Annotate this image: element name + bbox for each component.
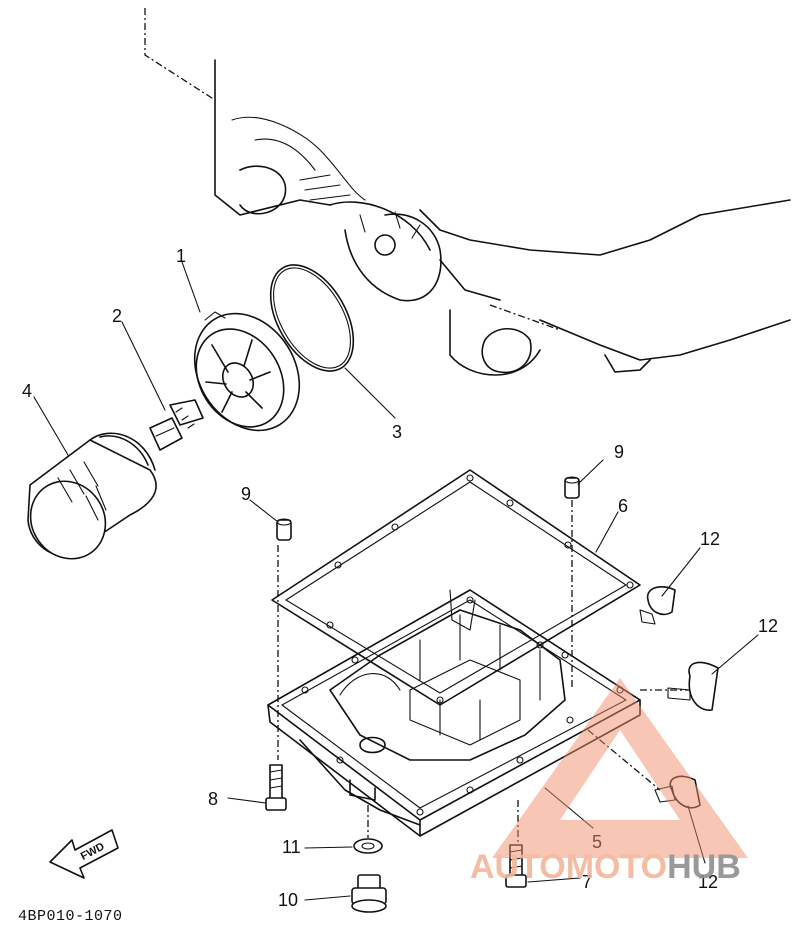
label-part-1: 1 — [176, 246, 186, 266]
oil-pan — [267, 589, 641, 837]
engine-crankcase — [144, 8, 791, 376]
label-part-6: 6 — [618, 496, 628, 516]
dowel-pin-left — [276, 518, 292, 541]
label-part-7: 7 — [582, 872, 592, 892]
dowel-pin-right — [564, 476, 580, 499]
oil-filter-base — [193, 311, 301, 432]
automotohub-watermark: AUTOMOTOHUB — [470, 678, 748, 886]
oil-filter-cartridge — [27, 432, 157, 560]
label-part-4: 4 — [22, 381, 32, 401]
label-part-9-left: 9 — [241, 484, 251, 504]
union-bolt — [149, 399, 204, 451]
label-part-8: 8 — [208, 789, 218, 809]
label-part-11: 11 — [282, 837, 301, 857]
oil-pan-bolt-7 — [505, 844, 527, 888]
label-part-12-lower: 12 — [698, 872, 718, 892]
leader-lines — [33, 261, 759, 901]
label-part-3: 3 — [392, 422, 402, 442]
forward-direction-arrow: FWD — [49, 829, 119, 879]
diagram-code: 4BP010-1070 — [18, 908, 123, 925]
label-part-10: 10 — [278, 890, 298, 910]
drain-washer — [353, 838, 383, 854]
watermark-part-hub: HUB — [667, 848, 741, 886]
hose-clamp-middle — [667, 661, 719, 711]
watermark-text: AUTOMOTOHUB — [470, 848, 741, 886]
label-part-12-middle: 12 — [758, 616, 778, 636]
o-ring — [269, 264, 355, 372]
watermark-part-auto: AUTO — [470, 848, 566, 886]
part-labels: 1 2 3 4 5 6 7 8 9 9 10 11 12 12 12 — [22, 246, 778, 910]
label-part-9-right: 9 — [614, 442, 624, 462]
hose-clamp-lower — [654, 775, 701, 809]
watermark-triangle-logo — [492, 678, 748, 858]
label-part-12-upper: 12 — [700, 529, 720, 549]
oil-pan-bolt-8 — [265, 764, 287, 811]
label-part-5: 5 — [592, 832, 602, 852]
oil-pan-gasket — [271, 469, 641, 706]
label-part-2: 2 — [112, 306, 122, 326]
center-lines — [277, 500, 690, 842]
drain-plug — [351, 874, 387, 913]
watermark-part-moto: MOTO — [566, 848, 667, 886]
hose-clamp-upper — [639, 586, 676, 625]
